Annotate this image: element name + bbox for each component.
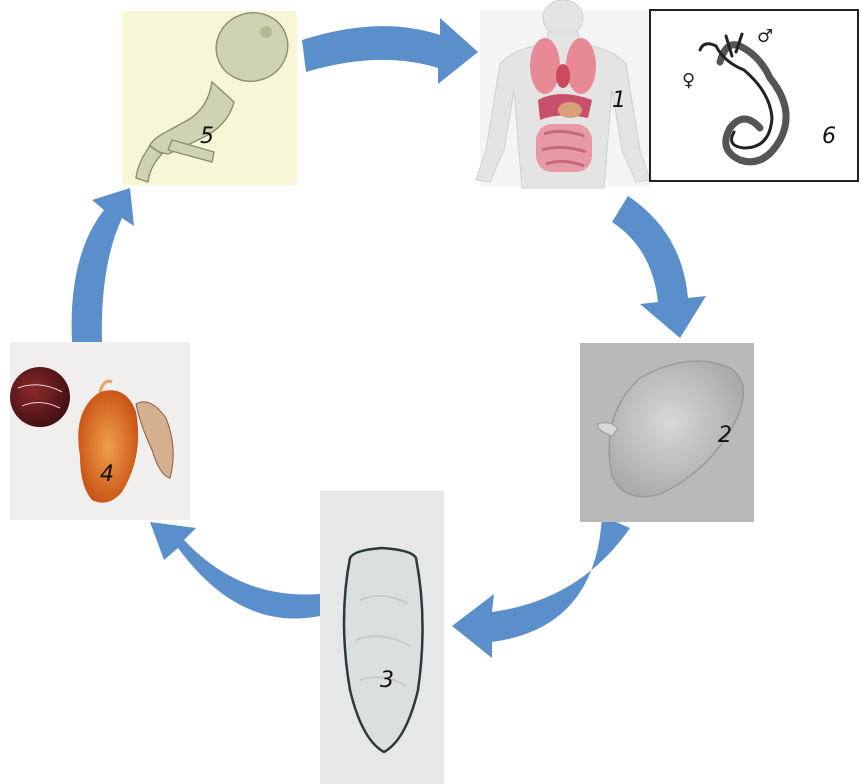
arrow-5-to-1 (302, 18, 478, 84)
cercaria-image (122, 3, 297, 185)
stage-label-4: 4 (100, 462, 114, 487)
arrow-1-to-2 (612, 196, 706, 338)
stage-label-5: 5 (200, 124, 214, 149)
male-symbol: ♂ (757, 26, 773, 47)
adult-worms-image: ♀ ♂ (650, 10, 858, 181)
arrow-2-to-3 (452, 516, 630, 658)
stage-label-3: 3 (380, 668, 394, 693)
arrow-3-to-4 (150, 522, 320, 619)
snails-image (10, 342, 190, 520)
arrow-4-to-5 (72, 188, 134, 342)
stage-label-2: 2 (718, 423, 732, 448)
stage-label-6: 6 (822, 124, 836, 149)
miracidium-image (320, 491, 444, 784)
stage-label-1: 1 (612, 88, 626, 113)
female-symbol: ♀ (682, 70, 695, 91)
